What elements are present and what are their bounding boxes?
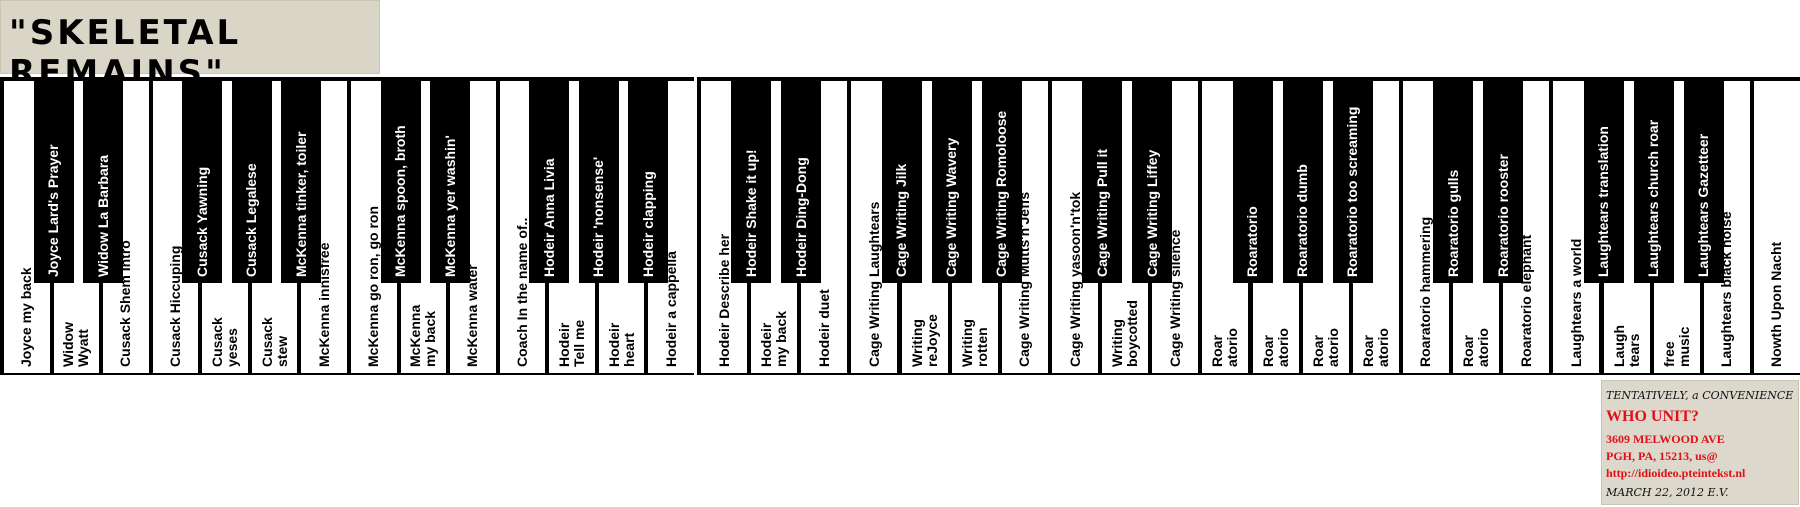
key-label: free music [1660, 326, 1692, 367]
info-line-event: WHO UNIT? [1606, 408, 1699, 425]
info-line-city: PGH, PA, 15213, us@ [1606, 449, 1718, 463]
piano-key-black-hodeir-shake-it-up[interactable]: Hodeir Shake it up! [731, 77, 772, 283]
piano-key-black-roaratorio-gulls[interactable]: Roaratorio gulls [1433, 77, 1473, 283]
piano-key-black-roaratorio-dumb[interactable]: Roaratorio dumb [1282, 77, 1323, 283]
info-line-date: MARCH 22, 2012 E.V. [1606, 486, 1729, 499]
key-label: McKenna my back [407, 304, 439, 367]
key-label: McKenna go ron, go ron [365, 206, 382, 367]
key-label: Laughtears Gazetteer [1695, 133, 1712, 277]
key-label: Laughtears translation [1595, 126, 1611, 277]
key-label: Hodeir Shake it up! [742, 149, 759, 277]
key-label: Cage Writing Jilk [893, 163, 909, 277]
key-label: McKenna tinker, toiler [292, 131, 309, 277]
piano-key-black-hodeir-anna-livia[interactable]: Hodeir Anna Livia [529, 77, 570, 283]
key-label: Joyce my back [18, 267, 35, 367]
piano-key-black-hodeir-ding-dong[interactable]: Hodeir Ding-Dong [781, 77, 822, 283]
key-label: Joyce Lard's Prayer [45, 144, 62, 277]
info-line-address: 3609 MELWOOD AVE [1606, 432, 1725, 446]
key-label: Hodeir Describe her [715, 233, 732, 367]
piano-key-black-cage-writing-jilk[interactable]: Cage Writing Jilk [881, 77, 922, 283]
piano-key-black-roaratorio-rooster[interactable]: Roaratorio rooster [1483, 77, 1524, 283]
piano-key-black-mckenna-yer-washin[interactable]: McKenna yer washin' [430, 77, 471, 283]
key-label: Roar atorio [1309, 328, 1341, 367]
key-label: Roar atorio [1460, 328, 1492, 367]
key-label: Hodeir Ding-Dong [792, 157, 809, 277]
key-label: McKenna spoon, broth [392, 125, 409, 277]
piano-key-black-laughtears-translation[interactable]: Laughtears translation [1583, 77, 1624, 283]
piano-key-black-hodeir-clapping[interactable]: Hodeir clapping [628, 77, 669, 283]
key-label: Cusack stew [258, 317, 290, 367]
key-label: Coach In the name of.. [513, 217, 530, 367]
key-label: Hodeir clapping [639, 171, 656, 277]
key-label: Hodeir duet [815, 289, 832, 367]
key-label: Roar atorio [1209, 328, 1241, 367]
info-line-url[interactable]: http://idioideo.pteintekst.nl [1606, 466, 1746, 480]
piano-key-black-cage-writing-liffey[interactable]: Cage Writing Liffey [1132, 77, 1173, 283]
key-label: Hodeir heart [605, 322, 637, 367]
piano-key-black-mckenna-tinker-toiler[interactable]: McKenna tinker, toiler [281, 77, 322, 283]
key-label: McKenna yer washin' [441, 135, 458, 277]
piano-key-black-widow-la-barbara[interactable]: Widow La Barbara [83, 77, 124, 283]
piano-key-white-nowth-upon-nacht[interactable]: Nowth Upon Nacht [1753, 81, 1800, 373]
piano-key-black-cage-writing-romoloose[interactable]: Cage Writing Romoloose [981, 77, 1022, 283]
piano-key-black-cage-writing-wavery[interactable]: Cage Writing Wavery [931, 77, 972, 283]
key-label: Cusack yeses [209, 317, 241, 367]
key-label: Roaratorio [1244, 206, 1260, 277]
key-label: Roar atorio [1259, 328, 1291, 367]
piano-key-black-joyce-lard-s-prayer[interactable]: Joyce Lard's Prayer [33, 77, 74, 283]
piano-key-black-roaratorio-too-screaming[interactable]: Roaratorio too screaming [1332, 77, 1373, 283]
key-label: Roaratorio too screaming [1344, 106, 1361, 277]
piano-key-black-laughtears-church-roar[interactable]: Laughtears church roar [1633, 77, 1674, 283]
piano-key-black-hodeir-nonsense[interactable]: Hodeir 'nonsense' [578, 77, 619, 283]
key-label: Laughtears a world [1567, 238, 1584, 367]
piano-key-black-mckenna-spoon-broth[interactable]: McKenna spoon, broth [380, 77, 421, 283]
piano-key-black-cusack-yawning[interactable]: Cusack Yawning [182, 77, 223, 283]
key-label: Cusack Legalese [243, 163, 260, 277]
key-label: Hodeir Anna Livia [540, 158, 557, 277]
key-label: Widow Wyatt [60, 322, 92, 367]
piano-key-black-cage-writing-pull-it[interactable]: Cage Writing Pull it [1082, 77, 1123, 283]
key-label: Cage Writing Wavery [943, 137, 960, 277]
piano-key-black-roaratorio[interactable]: Roaratorio [1232, 77, 1273, 283]
key-label: Hodeir 'nonsense' [590, 156, 607, 277]
key-label: Writing rotten [958, 319, 990, 367]
key-label: Hodeir my back [758, 310, 790, 367]
key-label: Writing reJoyce [908, 314, 940, 367]
piano-key-black-laughtears-gazetteer[interactable]: Laughtears Gazetteer [1683, 77, 1724, 283]
key-label: Nowth Upon Nacht [1768, 241, 1785, 367]
piano-key-black-cusack-legalese[interactable]: Cusack Legalese [231, 77, 272, 283]
key-label: Hodeir Tell me [556, 319, 588, 367]
info-line-presenter: TENTATIVELY, a CONVENIENCE [1606, 389, 1794, 402]
key-label: Writing boycotted [1109, 300, 1141, 367]
key-label: Cage Writing Liffey [1143, 149, 1160, 277]
key-label: Cusack Hiccuping [166, 245, 183, 367]
key-label: Cusack Yawning [193, 166, 210, 277]
key-label: Roar atorio [1359, 328, 1391, 367]
key-label: Laugh tears [1610, 325, 1642, 367]
key-label: Roaratorio rooster [1494, 154, 1511, 277]
title-banner: "SKELETAL REMAINS" [0, 0, 380, 93]
key-label: Cage Writing yasoon'n'tok [1066, 191, 1083, 367]
key-label: Cage Writing Pull it [1093, 148, 1110, 277]
key-label: Widow La Barbara [94, 154, 111, 277]
info-card: TENTATIVELY, a CONVENIENCE WHO UNIT? 360… [1601, 380, 1799, 505]
key-label: Roaratorio hammering [1417, 216, 1434, 367]
key-label: Roaratorio dumb [1294, 164, 1311, 277]
key-label: Roaratorio gulls [1444, 169, 1461, 277]
key-label: Cage Writing Laughtears [865, 201, 882, 367]
key-label: Laughtears church roar [1645, 119, 1662, 277]
page-title: "SKELETAL REMAINS" [9, 13, 242, 93]
key-label: Cage Writing Romoloose [993, 110, 1010, 277]
